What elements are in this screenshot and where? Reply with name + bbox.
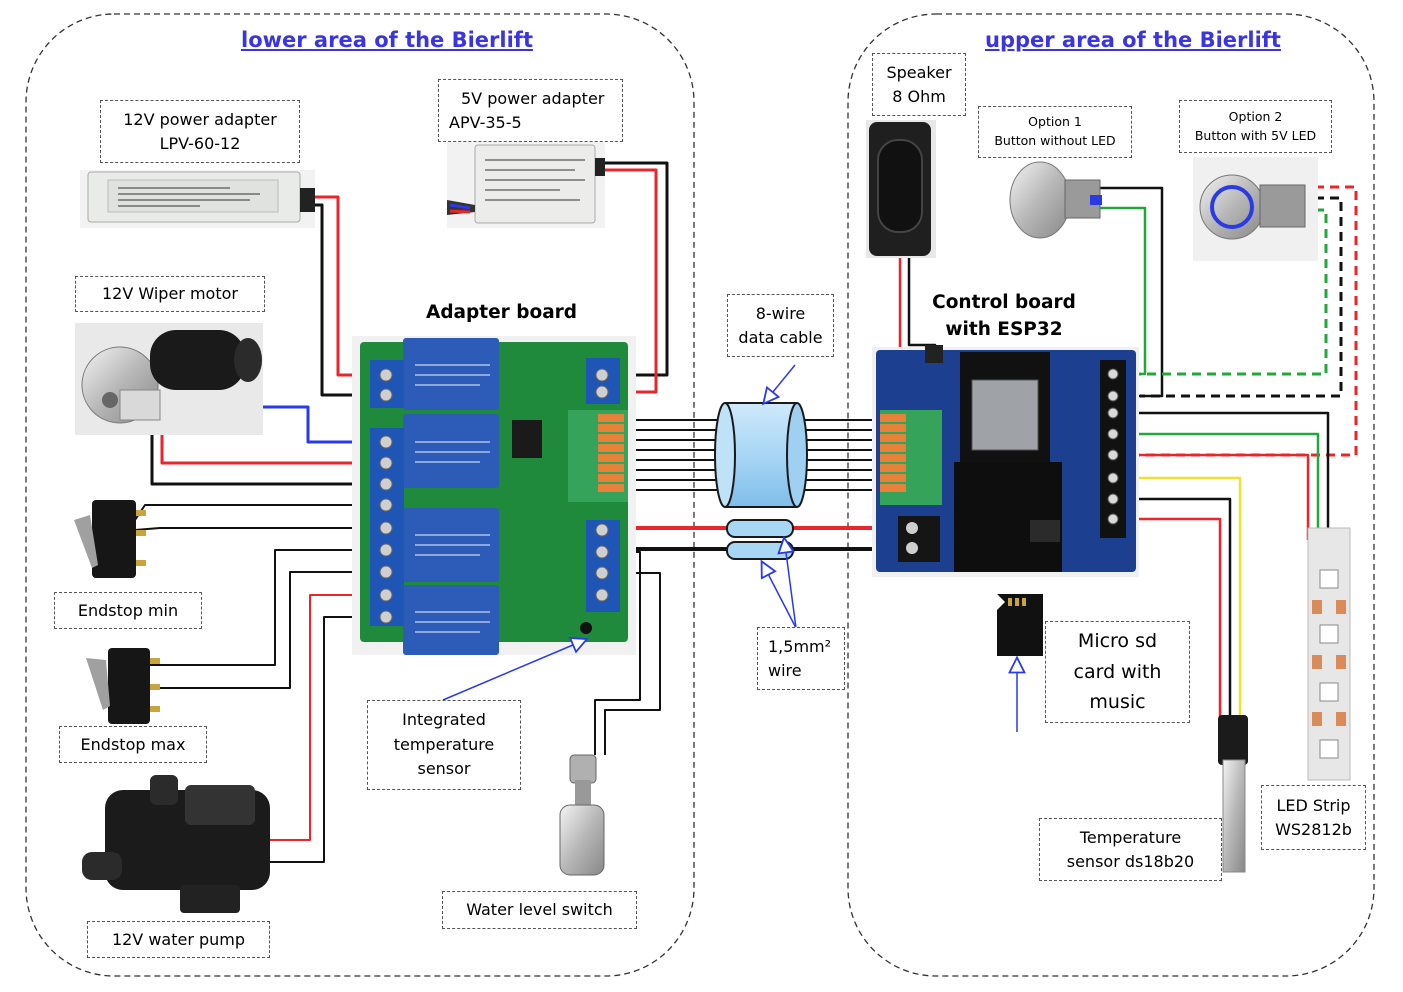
label-power-wire: 1,5mm² wire	[757, 627, 845, 690]
adapter-board-title: Adapter board	[426, 302, 578, 323]
led-strip-image	[1307, 527, 1351, 781]
label-endstop-min: Endstop min	[54, 592, 202, 629]
annotation-arrows	[442, 364, 1017, 732]
lower-area-title: lower area of the Bierlift	[241, 28, 533, 52]
endstop-min-image	[74, 500, 146, 578]
label-data-cable: 8-wire data cable	[727, 294, 834, 357]
label-water-level-switch: Water level switch	[442, 891, 637, 929]
label-option1: Option 1 Button without LED	[978, 106, 1132, 158]
upper-area-title: upper area of the Bierlift	[985, 28, 1281, 52]
data-cable-cylinder	[714, 402, 808, 508]
label-water-pump: 12V water pump	[87, 921, 270, 958]
ds18b20-sensor-image	[1218, 715, 1248, 873]
label-wiper-motor: 12V Wiper motor	[75, 276, 265, 312]
label-endstop-max: Endstop max	[59, 726, 207, 763]
label-psu-5v: 5V power adapter APV-35-5	[438, 79, 623, 142]
label-psu-12v: 12V power adapter LPV-60-12	[100, 100, 300, 163]
option2-button-image	[1193, 157, 1318, 261]
label-integrated-temp-sensor: Integrated temperature sensor	[367, 700, 521, 790]
lower-area-outline	[25, 13, 695, 977]
water-level-switch-image	[559, 754, 605, 876]
adapter-board-image	[352, 336, 636, 655]
endstop-max-image	[86, 648, 160, 724]
label-ds18b20: Temperature sensor ds18b20	[1039, 818, 1222, 881]
micro-sd-card-image	[997, 594, 1043, 656]
power-wire-tubes	[726, 519, 794, 560]
label-micro-sd-card: Micro sd card with music	[1045, 621, 1190, 723]
psu-5v-image	[447, 142, 605, 228]
option1-button-image	[1009, 161, 1102, 239]
upper-area-outline	[847, 13, 1375, 977]
wires	[134, 161, 1358, 863]
label-led-strip: LED Strip WS2812b	[1261, 785, 1366, 850]
control-board-title: Control board with ESP32	[932, 292, 1076, 340]
wiper-motor-image	[75, 323, 263, 435]
label-option2: Option 2 Button with 5V LED	[1179, 100, 1332, 153]
speaker-image	[866, 120, 936, 258]
psu-12v-image	[80, 170, 315, 228]
label-speaker: Speaker 8 Ohm	[872, 53, 966, 116]
water-pump-image	[82, 775, 270, 913]
control-board-image	[872, 345, 1139, 577]
